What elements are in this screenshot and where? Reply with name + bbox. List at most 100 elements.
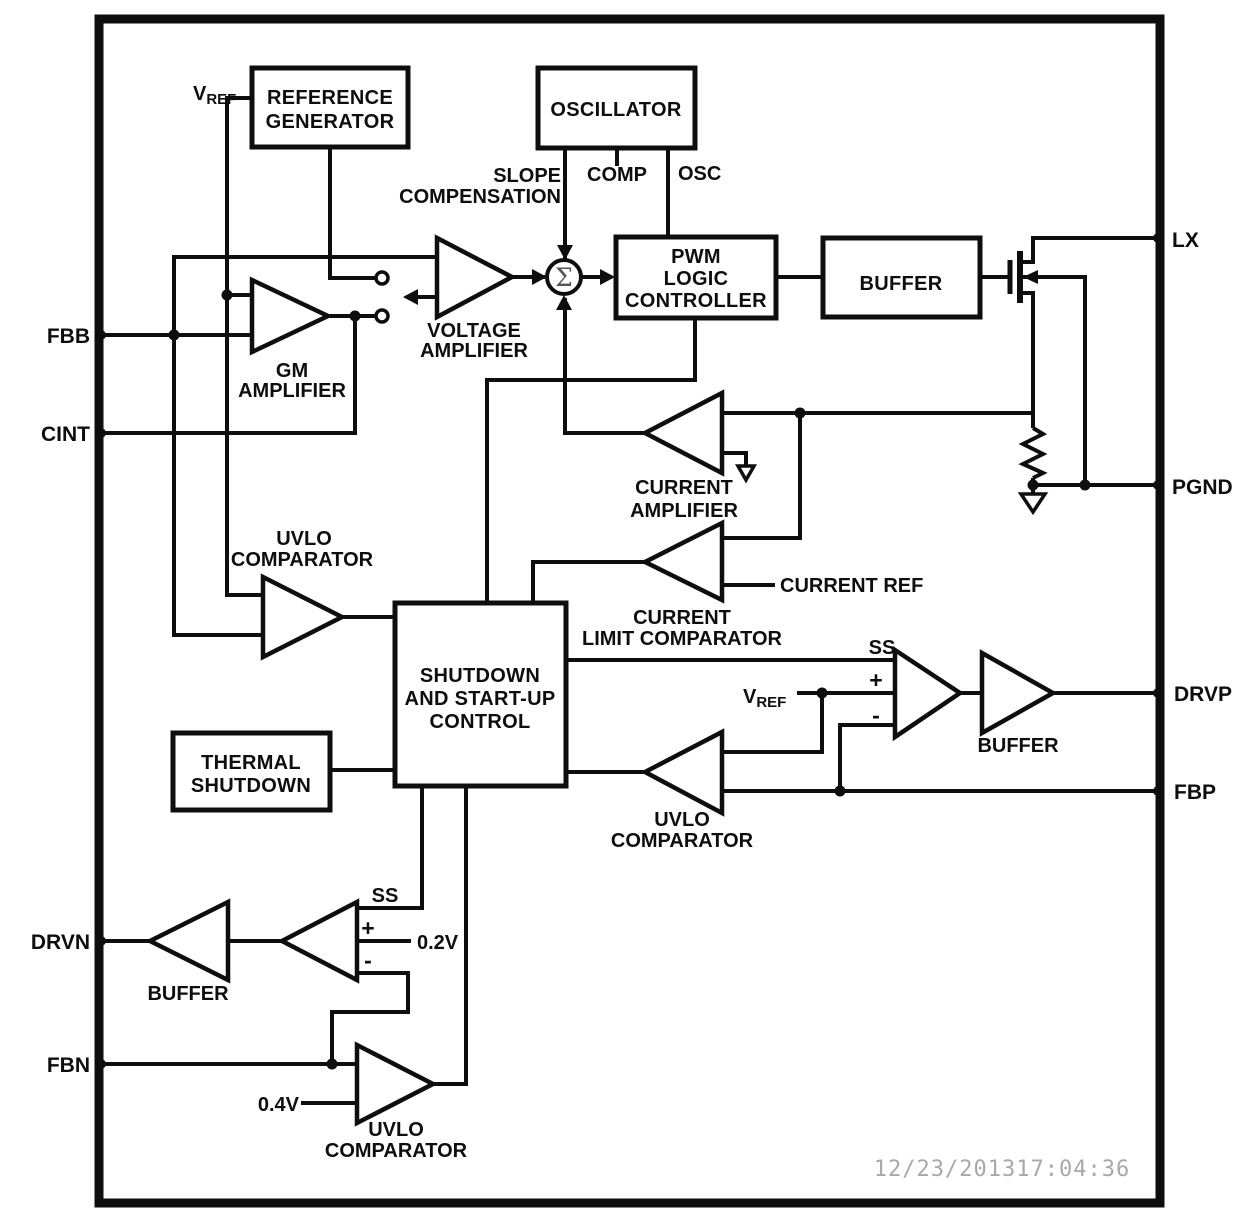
- voltage-amplifier-triangle: [434, 234, 517, 321]
- junction-dot: [834, 785, 846, 797]
- arrow-up-icon: [556, 295, 572, 310]
- v02-label: 0.2V: [417, 932, 459, 954]
- uvlo-comparator-right-triangle: [640, 728, 725, 817]
- pwm-logic-controller-box: [613, 234, 779, 321]
- uvlo-comparator-mid-label: COMPARATOR: [231, 549, 374, 571]
- uvlo-comparator-bottom-label: COMPARATOR: [325, 1140, 468, 1162]
- uvlo-comparator-right-label: COMPARATOR: [611, 830, 754, 852]
- thermal-shutdown-label: SHUTDOWN: [191, 775, 311, 797]
- switch-contact-bottom: [374, 308, 390, 324]
- arrow-left-icon: [403, 289, 418, 305]
- pin-label-fbn: FBN: [47, 1054, 90, 1077]
- junction-dot: [168, 329, 180, 341]
- current-limit-comparator-triangle: [639, 519, 725, 604]
- pin-label-fbp: FBP: [1174, 781, 1216, 804]
- gm-amplifier-label: GM: [276, 360, 308, 382]
- ground-icon: [734, 464, 758, 484]
- thermal-shutdown-label: THERMAL: [201, 752, 301, 774]
- pin-label-fbb: FBB: [47, 325, 90, 348]
- reference-generator-label: GENERATOR: [266, 111, 395, 133]
- buffer-drvn-label: BUFFER: [147, 983, 229, 1005]
- pin-label-lx: LX: [1172, 229, 1199, 252]
- buffer-top-label: BUFFER: [860, 273, 943, 295]
- shutdown-control-label: CONTROL: [430, 711, 531, 733]
- blocks: [170, 65, 983, 813]
- arrow-down-icon: [557, 245, 573, 260]
- ss-label-drvp: SS: [869, 637, 896, 659]
- pwm-logic-controller-label: PWM: [671, 246, 721, 268]
- oscillator-box: [535, 65, 698, 151]
- error-amp-drvn-triangle: [277, 898, 360, 984]
- junction-dot: [816, 687, 828, 699]
- voltage-amplifier-label: AMPLIFIER: [420, 340, 528, 362]
- current-amplifier-triangle: [640, 389, 725, 477]
- junction-dots: [168, 289, 1091, 1070]
- error-amp-drvp-triangle: [892, 645, 965, 742]
- current-ref-label: CURRENT REF: [780, 575, 923, 597]
- pin-label-cint: CINT: [41, 423, 90, 446]
- reference-generator-box: [249, 65, 411, 150]
- pin-label-drvn: DRVN: [31, 931, 90, 954]
- reference-generator-label: REFERENCE: [267, 87, 393, 109]
- gm-amplifier-label: AMPLIFIER: [238, 380, 346, 402]
- ground-symbols: [734, 464, 1049, 516]
- pin-dots: [96, 233, 1163, 1069]
- vref-label-drvp: VREF: [743, 686, 786, 711]
- diagram-border: [94, 14, 1165, 1208]
- junction-dot: [326, 1058, 338, 1070]
- pwm-logic-controller-label: CONTROLLER: [625, 290, 767, 312]
- voltage-amplifier-label: VOLTAGE: [427, 320, 521, 342]
- uvlo-comparator-mid-triangle: [260, 573, 347, 661]
- plus-sign: +: [869, 667, 882, 693]
- thermal-shutdown-box: [170, 730, 333, 813]
- junction-dot: [794, 407, 806, 419]
- nmos-body-arrow-icon: [1023, 270, 1038, 284]
- timestamp: 12/23/201317:04:36: [874, 1157, 1130, 1182]
- current-limit-comparator-label: LIMIT COMPARATOR: [582, 628, 783, 650]
- vref-label-top: VREF: [193, 83, 236, 108]
- uvlo-comparator-bottom-label: UVLO: [368, 1119, 424, 1141]
- uvlo-comparator-right-label: UVLO: [654, 809, 710, 831]
- buffer-drvn-triangle: [144, 898, 231, 984]
- sense-resistor: [1018, 426, 1048, 480]
- minus-sign: -: [872, 702, 880, 728]
- labels: VREF REFERENCE GENERATOR OSCILLATOR SLOP…: [31, 83, 1233, 1182]
- shutdown-startup-control-box: [392, 600, 569, 789]
- current-amplifier-label: AMPLIFIER: [630, 500, 738, 522]
- current-limit-comparator-label: CURRENT: [633, 607, 731, 629]
- current-amplifier-label: CURRENT: [635, 477, 733, 499]
- buffer-box: [820, 235, 983, 320]
- buffer-drvp-label: BUFFER: [977, 735, 1059, 757]
- v04-label: 0.4V: [258, 1094, 300, 1116]
- nmos-transistor: [1007, 251, 1038, 303]
- uvlo-comparator-bottom-triangle: [354, 1041, 438, 1127]
- amplifier-triangles: [144, 234, 1058, 1127]
- slope-compensation-label: COMPENSATION: [399, 186, 561, 208]
- junction-dot: [349, 310, 361, 322]
- comp-label: COMP: [587, 164, 647, 186]
- arrowheads: [403, 245, 615, 310]
- minus-sign: -: [364, 947, 372, 973]
- sigma-symbol: Σ: [555, 263, 573, 292]
- junction-dot: [221, 289, 233, 301]
- uvlo-comparator-mid-label: UVLO: [276, 528, 332, 550]
- slope-compensation-label: SLOPE: [493, 165, 561, 187]
- junction-dot: [1079, 479, 1091, 491]
- switch-contact-top: [374, 270, 390, 286]
- plus-sign: +: [361, 915, 374, 941]
- shutdown-control-label: AND START-UP: [404, 688, 555, 710]
- ground-icon: [1017, 492, 1049, 516]
- gm-amplifier-triangle: [249, 276, 334, 356]
- buffer-drvp-triangle: [979, 649, 1058, 737]
- pin-label-drvp: DRVP: [1174, 683, 1232, 706]
- summing-node: Σ: [545, 258, 583, 296]
- junction-dot: [1027, 479, 1039, 491]
- switch-contacts: [374, 270, 390, 324]
- ss-label-drvn: SS: [372, 885, 399, 907]
- oscillator-label: OSCILLATOR: [550, 99, 681, 121]
- shutdown-control-label: SHUTDOWN: [420, 665, 540, 687]
- arrow-right-icon: [532, 269, 547, 285]
- arrow-right-icon: [600, 269, 615, 285]
